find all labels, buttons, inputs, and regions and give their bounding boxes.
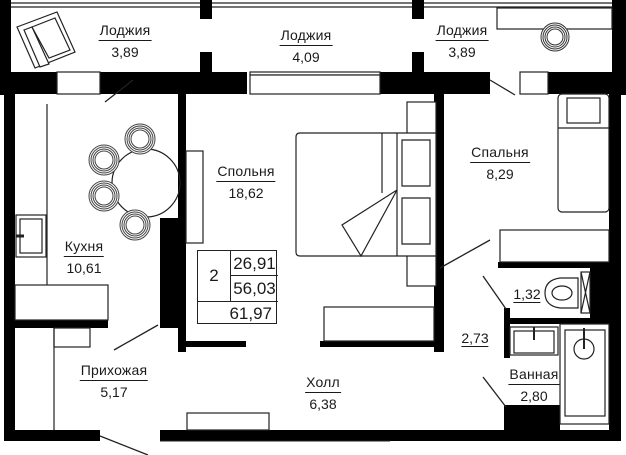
exterior-wall-bottom-right	[160, 430, 621, 441]
room-name: Лоджия	[279, 27, 333, 46]
room-label-bedroom-small: Спальня 8,29	[470, 144, 530, 183]
room-area: 3,89	[448, 44, 476, 60]
room-area: 6,38	[309, 396, 337, 412]
room-area: 10,61	[66, 260, 102, 276]
hallway-wardrobe	[53, 327, 91, 430]
room-name: Прихожая	[79, 362, 149, 381]
room-name: Кухня	[63, 238, 105, 257]
room-area: 4,09	[292, 49, 320, 65]
room-area: 2,80	[520, 388, 548, 404]
round-chair-icon	[540, 22, 570, 52]
exterior-wall-left	[4, 90, 15, 435]
interior-walls	[15, 90, 612, 435]
hall-shelf	[186, 412, 270, 431]
loggia-posts	[0, 0, 626, 95]
exterior-wall-bottom-left	[4, 430, 100, 441]
exterior-wall-right	[609, 90, 621, 435]
dining-chairs-icon	[88, 123, 156, 241]
room-label-bathroom: Ванная 2,80	[508, 366, 560, 405]
exterior-wall-top	[0, 72, 626, 94]
room-name: Ванная	[508, 366, 560, 385]
room-name: Спольня	[216, 163, 276, 182]
double-bed-icon	[295, 101, 437, 287]
wardrobe	[185, 150, 204, 244]
room-name: Холл	[305, 374, 341, 393]
room-name: Спальня	[470, 144, 530, 163]
door-swings	[99, 79, 516, 455]
small-bedroom-desk	[499, 229, 610, 263]
area-summary-table: 2 26,91 56,03 61,97	[197, 250, 278, 324]
toilet-icon	[544, 271, 591, 314]
room-label-hall: Холл 6,38	[305, 374, 341, 413]
room-label-hallway: Прихожая 5,17	[79, 362, 149, 401]
room-name: Лоджия	[435, 22, 489, 41]
bedroom-desk	[323, 306, 435, 342]
room-label-kitchen: Кухня 10,61	[63, 238, 105, 277]
room-area: 8,29	[486, 166, 514, 182]
sink-icon	[15, 214, 47, 258]
single-bed-icon	[557, 93, 610, 213]
washbasin-icon	[509, 326, 559, 356]
living-area: 26,91	[231, 251, 278, 276]
armchair-icon	[16, 11, 76, 69]
area-label-toilet: 1,32	[513, 286, 541, 303]
total-area: 56,03	[231, 276, 278, 302]
dining-table-icon	[111, 148, 181, 218]
bathtub-icon	[559, 323, 610, 425]
rooms-count: 2	[198, 251, 231, 302]
room-area: 18,62	[228, 185, 264, 201]
room-area: 3,89	[111, 44, 139, 60]
loggia-frame	[10, 2, 612, 8]
kitchen-counter	[14, 104, 109, 321]
room-area: 5,17	[100, 384, 128, 400]
room-label-bedroom-large: Спольня 18,62	[216, 163, 276, 202]
room-label-loggia-left: Лоджия 3,89	[98, 22, 152, 61]
area-label-corridor: 2,73	[461, 330, 489, 347]
room-name: Лоджия	[98, 22, 152, 41]
room-label-loggia-center: Лоджия 4,09	[279, 27, 333, 66]
total-area-with-loggias: 61,97	[229, 304, 272, 323]
windows-top	[56, 71, 549, 95]
room-label-loggia-right: Лоджия 3,89	[435, 22, 489, 61]
